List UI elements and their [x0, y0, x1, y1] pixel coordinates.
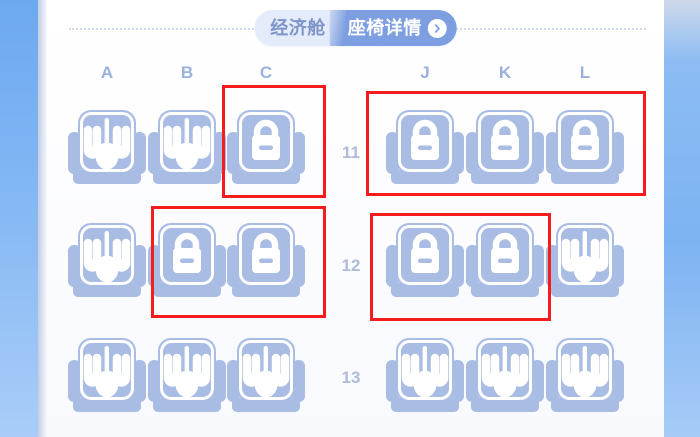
lock-icon [386, 110, 464, 184]
seat-11A[interactable] [68, 106, 146, 192]
seat-13K[interactable] [466, 334, 544, 420]
seat-13B[interactable] [148, 334, 226, 420]
column-header-j: J [420, 63, 430, 82]
seat-13L[interactable] [546, 334, 624, 420]
tab-seat-details-label: 座椅详情 [347, 18, 422, 38]
seat-grid: 11 [47, 0, 664, 437]
column-header-b: B [180, 63, 194, 82]
seat-11L [546, 106, 624, 192]
column-header-a: A [100, 63, 114, 82]
seat-available-icon [386, 338, 464, 412]
seat-12A[interactable] [68, 219, 146, 305]
seat-13J[interactable] [386, 334, 464, 420]
column-header-k: K [498, 63, 512, 82]
seat-available-icon [227, 338, 305, 412]
lock-icon [227, 223, 305, 297]
seat-11C [227, 106, 305, 192]
seat-12L[interactable] [546, 219, 624, 305]
seat-13C[interactable] [227, 334, 305, 420]
row-number-11: 11 [342, 143, 360, 162]
seat-available-icon [148, 338, 226, 412]
tab-economy-class-label: 经济舱 [270, 18, 326, 38]
seat-available-icon [466, 338, 544, 412]
right-edge-gradient [664, 0, 700, 437]
seat-12K [466, 219, 544, 305]
lock-icon [227, 110, 305, 184]
seat-12J [386, 219, 464, 305]
lock-icon [466, 223, 544, 297]
seat-12B [148, 219, 226, 305]
lock-icon [148, 223, 226, 297]
seat-11B[interactable] [148, 106, 226, 192]
seat-available-icon [68, 223, 146, 297]
chevron-right-circle-icon [427, 18, 447, 38]
column-header-l: L [579, 63, 591, 82]
lock-icon [546, 110, 624, 184]
seat-available-icon [546, 338, 624, 412]
seat-11K [466, 106, 544, 192]
left-edge-gradient [0, 0, 38, 437]
lock-icon [386, 223, 464, 297]
seat-available-icon [546, 223, 624, 297]
seat-map-card: 经济舱 座椅详情 A B C J K L [47, 0, 664, 437]
row-number-13: 13 [341, 368, 361, 387]
tab-economy-class[interactable]: 经济舱 [254, 10, 340, 46]
cabin-tab-group: 经济舱 座椅详情 [254, 10, 457, 46]
tab-seat-details[interactable]: 座椅详情 [329, 10, 457, 46]
seat-available-icon [68, 110, 146, 184]
seat-available-icon [148, 110, 226, 184]
seat-available-icon [68, 338, 146, 412]
seat-11J [386, 106, 464, 192]
seat-12C [227, 219, 305, 305]
column-header-c: C [259, 63, 273, 82]
left-card-seam [38, 0, 47, 437]
seat-13A[interactable] [68, 334, 146, 420]
row-number-12: 12 [341, 256, 361, 275]
lock-icon [466, 110, 544, 184]
